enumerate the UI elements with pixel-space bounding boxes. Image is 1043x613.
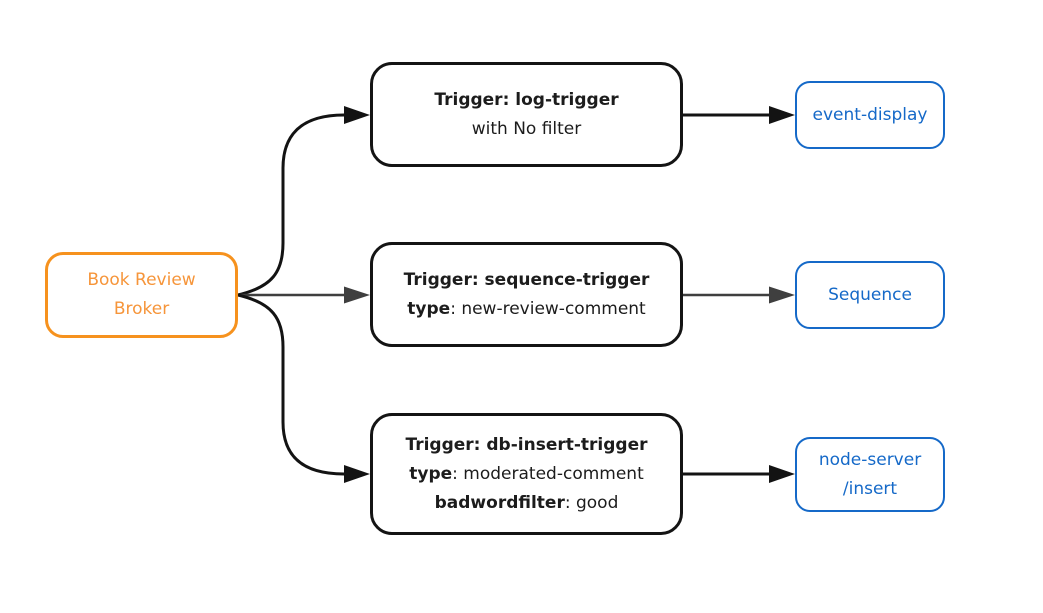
arrowhead-broker-to-log-trigger	[344, 106, 370, 124]
trigger-filter-row: type: moderated-comment	[409, 460, 644, 489]
node-db-insert-trigger: Trigger: db-insert-trigger type: moderat…	[370, 413, 683, 535]
trigger-filter-row: with No filter	[472, 115, 582, 144]
service-label-line1: node-server	[818, 449, 922, 470]
trigger-filter-row: badwordfilter: good	[435, 489, 619, 518]
arrowhead-log-trigger-to-event-display	[769, 106, 795, 124]
node-log-trigger: Trigger: log-trigger with No filter	[370, 62, 683, 167]
trigger-filter-row: type: new-review-comment	[407, 295, 645, 324]
broker-label-line1: Book Review	[87, 270, 196, 290]
arrowhead-sequence-trigger-to-sequence	[769, 286, 795, 304]
trigger-title: Trigger: sequence-trigger	[403, 269, 650, 290]
edge-broker-to-db-insert-trigger	[237, 293, 345, 476]
trigger-attr-key: type	[409, 463, 453, 484]
broker-label-line2: Broker	[113, 299, 170, 319]
arrowhead-db-insert-trigger-to-node-server	[769, 465, 795, 483]
trigger-attr-value: : moderated-comment	[452, 463, 644, 484]
edge-broker-to-log-trigger	[237, 113, 345, 297]
arrowhead-broker-to-sequence-trigger	[344, 286, 370, 304]
trigger-attr-value: with No filter	[471, 118, 582, 139]
trigger-attr-value: : good	[564, 492, 619, 513]
trigger-attr-key: badwordfilter	[434, 492, 565, 513]
node-sequence: Sequence	[795, 261, 945, 329]
service-label-line2: /insert	[842, 478, 898, 499]
node-book-review-broker: Book Review Broker	[45, 252, 238, 338]
trigger-attr-value: : new-review-comment	[450, 298, 646, 319]
node-event-display: event-display	[795, 81, 945, 149]
trigger-title: Trigger: db-insert-trigger	[405, 434, 648, 455]
trigger-attr-key: type	[407, 298, 451, 319]
node-node-server-insert: node-server /insert	[795, 437, 945, 512]
service-label-line1: Sequence	[828, 284, 912, 305]
trigger-title: Trigger: log-trigger	[434, 89, 619, 110]
node-sequence-trigger: Trigger: sequence-trigger type: new-revi…	[370, 242, 683, 347]
arrowhead-broker-to-db-insert-trigger	[344, 465, 370, 483]
service-label-line1: event-display	[812, 104, 928, 125]
